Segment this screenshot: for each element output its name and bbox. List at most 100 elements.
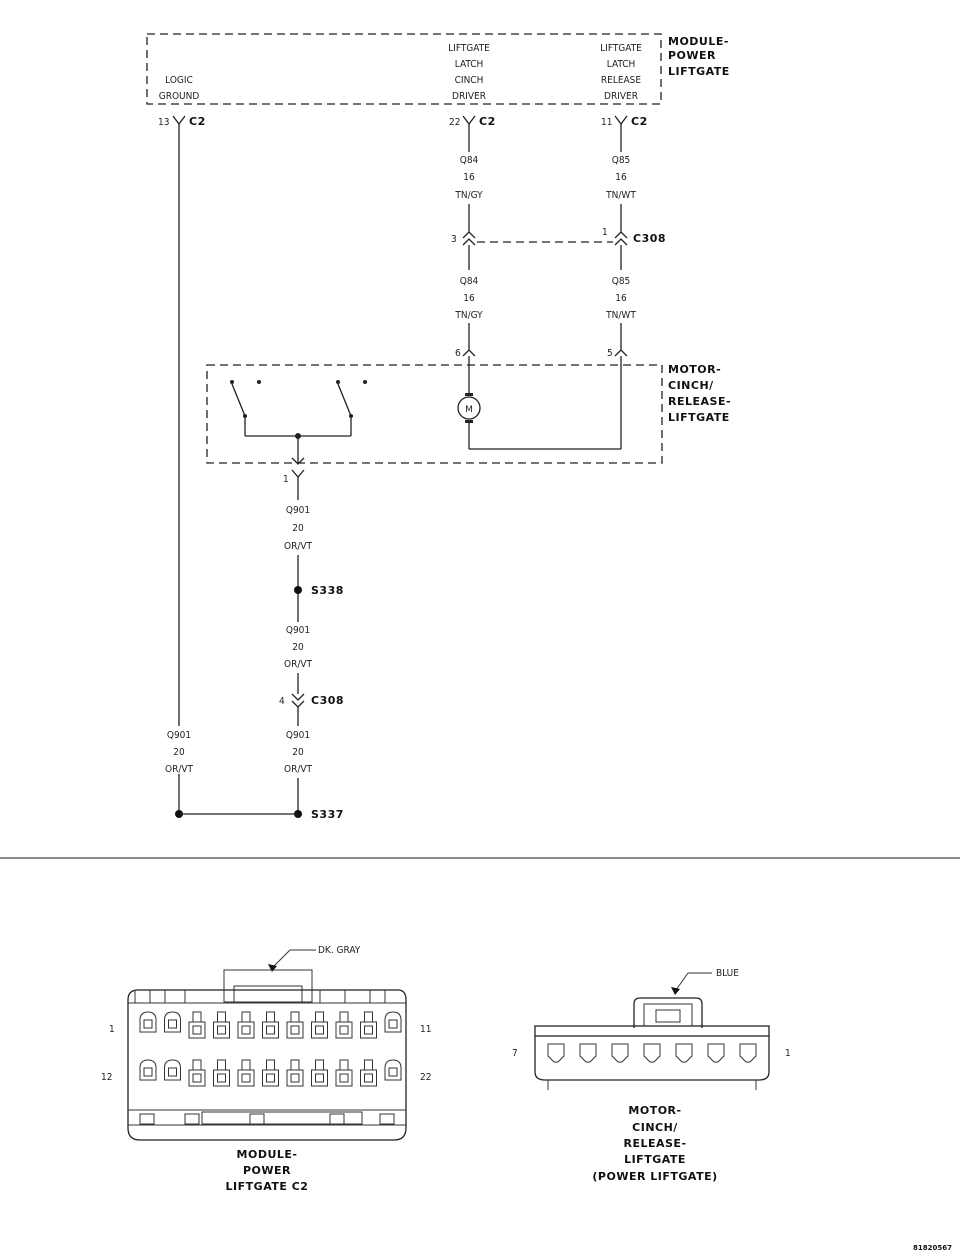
motor-pin-5: 5 xyxy=(607,348,628,359)
c2-cavity xyxy=(164,1011,181,1033)
svg-text:7: 7 xyxy=(512,1048,518,1059)
motor-cavity xyxy=(739,1043,757,1063)
svg-text:6: 6 xyxy=(455,348,461,359)
svg-text:Q901: Q901 xyxy=(286,730,310,741)
svg-text:C308: C308 xyxy=(633,232,666,245)
connector-motor-view: BLUE 7 1 MOTOR- CINCH/ RELEASE- LIFTGATE… xyxy=(512,968,791,1183)
svg-text:20: 20 xyxy=(292,747,304,758)
c2-cavity xyxy=(335,1059,353,1087)
c2-cavity xyxy=(335,1011,353,1039)
cinch-driver-label-4: DRIVER xyxy=(452,91,486,102)
motor-cinch-release-liftgate: MOTOR- CINCH/ RELEASE- LIFTGATE M xyxy=(206,356,731,464)
svg-text:CINCH/: CINCH/ xyxy=(632,1121,678,1134)
switch-left xyxy=(230,380,261,436)
svg-text:C308: C308 xyxy=(311,694,344,707)
c2-cavity xyxy=(360,1011,377,1039)
svg-text:(POWER LIFTGATE): (POWER LIFTGATE) xyxy=(592,1170,717,1183)
svg-text:OR/VT: OR/VT xyxy=(165,764,194,775)
svg-text:16: 16 xyxy=(463,172,475,183)
svg-text:Q901: Q901 xyxy=(286,625,310,636)
c2-cavity xyxy=(213,1011,230,1039)
svg-text:16: 16 xyxy=(615,293,627,304)
svg-text:MODULE-: MODULE- xyxy=(237,1148,298,1161)
svg-text:M: M xyxy=(465,405,473,415)
svg-text:MOTOR-: MOTOR- xyxy=(628,1104,681,1117)
cinch-driver-label-2: LATCH xyxy=(455,59,484,70)
svg-text:12: 12 xyxy=(101,1072,112,1083)
svg-text:TN/WT: TN/WT xyxy=(605,310,636,321)
logic-ground-label-1: LOGIC xyxy=(165,75,193,86)
svg-text:MOTOR-: MOTOR- xyxy=(668,363,721,376)
svg-text:Q85: Q85 xyxy=(612,155,631,166)
svg-text:TN/GY: TN/GY xyxy=(454,310,483,321)
c2-cavity xyxy=(360,1059,377,1087)
module-power-liftgate: MODULE- POWER LIFTGATE LOGIC GROUND LIFT… xyxy=(146,33,730,105)
svg-text:16: 16 xyxy=(615,172,627,183)
svg-text:1: 1 xyxy=(109,1024,115,1035)
c2-cavity xyxy=(188,1059,206,1087)
svg-text:C2: C2 xyxy=(189,115,206,128)
svg-text:22: 22 xyxy=(420,1072,431,1083)
module-title-3: LIFTGATE xyxy=(668,65,730,78)
motor-cavity xyxy=(675,1043,693,1063)
svg-text:OR/VT: OR/VT xyxy=(284,764,313,775)
c2-pin-22: 22 C2 xyxy=(449,115,496,128)
c2-cavity xyxy=(188,1011,206,1039)
splice-s337: S337 xyxy=(175,808,344,821)
release-driver-label-2: LATCH xyxy=(607,59,636,70)
svg-text:C2: C2 xyxy=(479,115,496,128)
c2-cavity xyxy=(311,1059,328,1087)
c2-cavity xyxy=(237,1059,255,1087)
svg-text:RELEASE-: RELEASE- xyxy=(623,1137,686,1150)
svg-text:LIFTGATE C2: LIFTGATE C2 xyxy=(226,1180,309,1193)
c2-cavity xyxy=(311,1011,328,1039)
svg-text:20: 20 xyxy=(292,523,304,534)
svg-text:LIFTGATE: LIFTGATE xyxy=(668,411,730,424)
release-driver-label-1: LIFTGATE xyxy=(600,43,642,54)
svg-text:TN/GY: TN/GY xyxy=(454,190,483,201)
svg-text:1: 1 xyxy=(785,1048,791,1059)
figure-id: 81820567 xyxy=(913,1244,952,1252)
module-title-1: MODULE- xyxy=(668,35,729,48)
svg-text:Q84: Q84 xyxy=(460,276,479,287)
svg-text:20: 20 xyxy=(292,642,304,653)
c2-cavity xyxy=(286,1059,304,1087)
svg-text:BLUE: BLUE xyxy=(716,968,739,979)
c2-cavity xyxy=(139,1011,157,1033)
motor-symbol: M xyxy=(457,356,622,450)
c308-lower: 4 C308 xyxy=(279,693,344,708)
module-title-2: POWER xyxy=(668,49,716,62)
svg-text:1: 1 xyxy=(602,227,608,238)
switch-right xyxy=(336,380,367,436)
c2-pin-11: 11 C2 xyxy=(601,115,648,128)
svg-text:16: 16 xyxy=(463,293,475,304)
svg-text:22: 22 xyxy=(449,117,460,128)
svg-text:Q85: Q85 xyxy=(612,276,631,287)
motor-cavity xyxy=(643,1043,661,1063)
c2-cavity xyxy=(384,1059,402,1081)
c2-cavity xyxy=(286,1011,304,1039)
svg-text:C2: C2 xyxy=(631,115,648,128)
cinch-driver-label-3: CINCH xyxy=(455,75,484,86)
svg-text:S338: S338 xyxy=(311,584,344,597)
svg-text:S337: S337 xyxy=(311,808,344,821)
svg-text:Q84: Q84 xyxy=(460,155,479,166)
c2-cavity xyxy=(213,1059,230,1087)
svg-text:TN/WT: TN/WT xyxy=(605,190,636,201)
motor-cavity xyxy=(611,1043,629,1063)
c2-pin-13: 13 C2 xyxy=(158,115,206,128)
release-driver-label-4: DRIVER xyxy=(604,91,638,102)
c2-cavity xyxy=(262,1011,279,1039)
svg-text:Q901: Q901 xyxy=(286,505,310,516)
svg-text:OR/VT: OR/VT xyxy=(284,659,313,670)
c2-cavity xyxy=(139,1059,157,1081)
svg-text:13: 13 xyxy=(158,117,169,128)
cinch-driver-label-1: LIFTGATE xyxy=(448,43,490,54)
svg-text:1: 1 xyxy=(283,474,289,485)
svg-text:POWER: POWER xyxy=(243,1164,291,1177)
svg-text:OR/VT: OR/VT xyxy=(284,541,313,552)
motor-pin-6: 6 xyxy=(455,348,476,359)
c2-cavity xyxy=(262,1059,279,1087)
logic-ground-label-2: GROUND xyxy=(159,91,200,102)
